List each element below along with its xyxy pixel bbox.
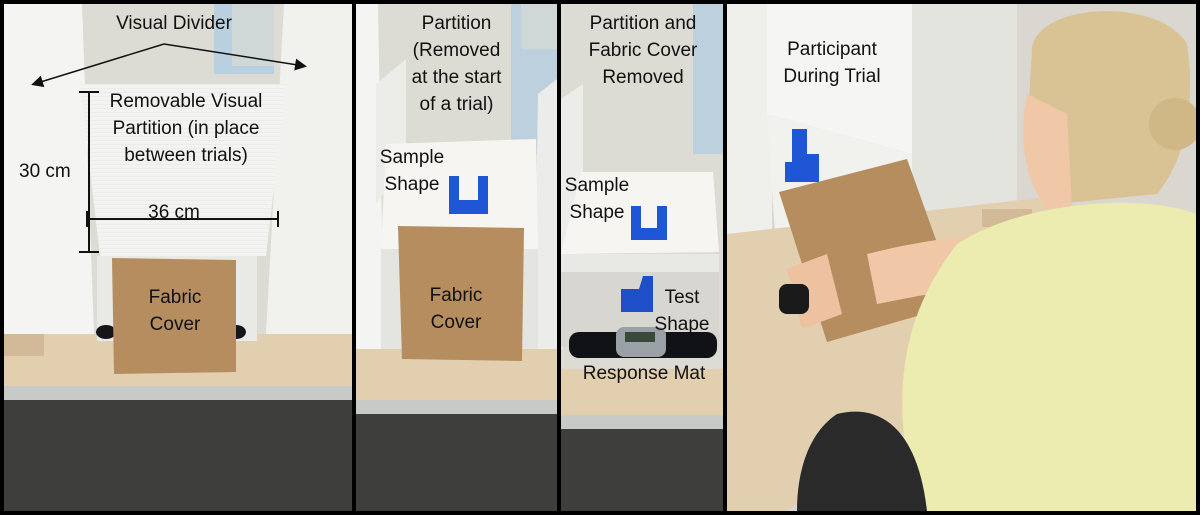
participant-shirt	[902, 202, 1196, 511]
shelf-top	[381, 139, 538, 249]
label-partition-removed: Partition (Removed at the start of a tri…	[411, 13, 502, 115]
label-partition-width: 36 cm	[148, 202, 200, 223]
test-shape-block	[621, 276, 653, 312]
participant-hair	[1029, 11, 1191, 205]
timer-screen	[625, 332, 655, 342]
panel-participant: Participant During Trial	[727, 4, 1196, 511]
label-visual-divider: Visual Divider	[116, 13, 232, 34]
panel-cover-removed: Partition and Fabric Cover Removed Sampl…	[561, 4, 723, 511]
carpet	[356, 414, 557, 511]
chair	[797, 411, 927, 511]
desk-top	[561, 369, 723, 419]
desk-edge	[356, 400, 557, 414]
participant-face	[1023, 94, 1072, 219]
sample-shape-block	[449, 176, 488, 214]
panel-setup: Visual Divider Removable Visual Partitio…	[4, 4, 352, 511]
desk-edge	[4, 386, 352, 400]
window-blind	[521, 4, 557, 49]
cover-removed-photo	[561, 4, 723, 511]
visual-divider-left	[4, 4, 94, 334]
divider-back	[767, 4, 912, 154]
visual-divider-right	[266, 4, 352, 334]
shelf-front	[561, 254, 719, 272]
wall-back	[912, 4, 1017, 244]
carpet	[561, 429, 723, 511]
wristwatch	[779, 284, 809, 314]
partition-board	[80, 84, 286, 256]
hair-bun	[1149, 98, 1196, 150]
desk-edge	[561, 415, 723, 429]
label-fabric-cover: Fabric Cover	[429, 285, 483, 333]
label-fabric-cover: Fabric Cover	[148, 287, 202, 335]
label-test-shape: Test Shape	[654, 287, 710, 335]
label-partition-and-cover-removed: Partition and Fabric Cover Removed	[588, 13, 698, 88]
label-removable-partition: Removable Visual Partition (in place bet…	[109, 91, 263, 166]
sample-shape-block	[785, 129, 819, 182]
partition-removed-photo	[356, 4, 557, 511]
mat-left-end	[96, 325, 116, 339]
label-response-mat: Response Mat	[582, 363, 706, 384]
carpet	[4, 399, 352, 511]
divider-arrow-left	[31, 43, 165, 88]
label-sample-shape: Sample Shape	[564, 175, 630, 223]
paper-bag-cover	[112, 258, 236, 374]
divider-right	[534, 79, 557, 349]
sample-shape-block	[631, 206, 667, 240]
participant-photo	[727, 4, 1196, 511]
panel-partition-removed: Partition (Removed at the start of a tri…	[356, 4, 557, 511]
setup-photo	[4, 4, 352, 511]
wood-block	[4, 334, 44, 356]
divider-arrow-right	[163, 43, 307, 71]
label-sample-shape: Sample Shape	[379, 147, 445, 195]
paper-bag-cover	[398, 226, 524, 361]
label-participant-during-trial: Participant During Trial	[783, 39, 881, 87]
label-partition-height: 30 cm	[19, 161, 71, 182]
window	[693, 4, 723, 154]
